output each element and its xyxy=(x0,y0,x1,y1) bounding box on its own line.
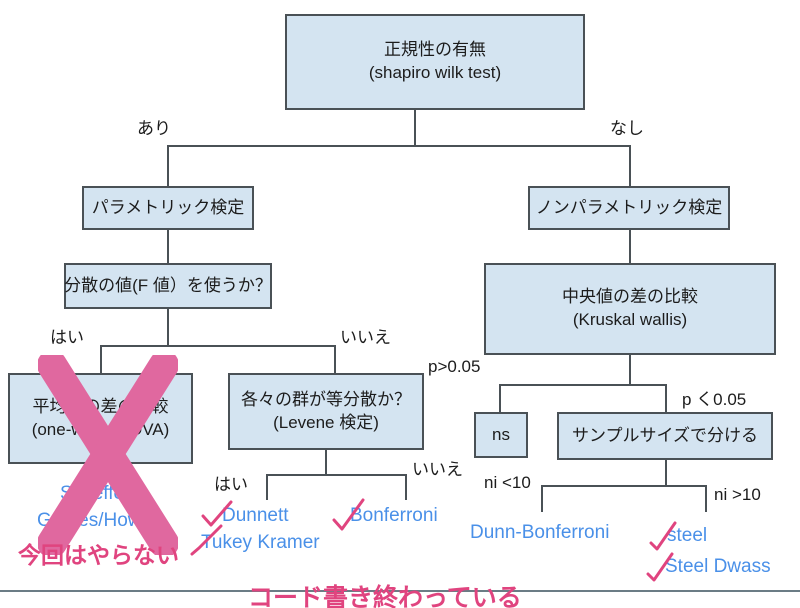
branch-label-n-large: ni >10 xyxy=(714,485,761,504)
leaf-dunn-bonferroni: Dunn-Bonferroni xyxy=(470,522,610,543)
node-variance-question: 分散の値(F 値）を使うか？ xyxy=(64,263,272,309)
node-normality-line1: 正規性の有無 xyxy=(384,40,486,60)
node-anova-line2: (one-way ANOVA) xyxy=(31,419,170,439)
edge-to-dunn-bonferroni xyxy=(541,485,543,512)
branch-label-n-small: ni <10 xyxy=(484,473,531,492)
node-nonparametric: ノンパラメトリック検定 xyxy=(528,186,730,230)
annotation-not-doing: 今回はやらない xyxy=(18,542,179,568)
node-normality-test: 正規性の有無 (shapiro wilk test) xyxy=(285,14,585,110)
edge-to-ns xyxy=(499,384,501,412)
branch-label-p-greater: p>0.05 xyxy=(428,357,481,376)
node-variance-question-label: 分散の値(F 値）を使うか？ xyxy=(64,275,272,295)
leaf-tukey-kramer: Tukey Kramer xyxy=(201,532,320,553)
leaf-games-howell: Games/Howell xyxy=(37,510,161,531)
edge-sample-size-split xyxy=(541,485,707,487)
edge-to-nonparametric xyxy=(629,145,631,186)
edge-to-dunnett xyxy=(266,474,268,500)
node-normality-line2: (shapiro wilk test) xyxy=(368,63,502,82)
node-nonparametric-label: ノンパラメトリック検定 xyxy=(535,197,723,217)
node-sample-size-label: サンプルサイズで分ける xyxy=(572,425,758,445)
edge-to-sample-size xyxy=(665,384,667,412)
annotation-code-finished: コード書き終わっている xyxy=(248,584,522,608)
leaf-dunnett: Dunnett xyxy=(222,505,289,526)
branch-label-normal-yes: あり xyxy=(137,119,171,138)
node-ns-label: ns xyxy=(492,424,510,444)
branch-label-levene-no: いいえ xyxy=(412,460,463,479)
edge-kruskal-stem xyxy=(629,355,631,385)
edge-to-parametric xyxy=(167,145,169,186)
node-one-way-anova: 平均値の差の比較 (one-way ANOVA) xyxy=(8,373,193,464)
leaf-scheffe: Scheffe xyxy=(60,483,125,504)
edge-levene-stem xyxy=(325,450,327,475)
edge-root-split xyxy=(167,145,631,147)
edge-root-stem xyxy=(414,110,416,146)
edge-to-steel xyxy=(705,485,707,512)
edge-variance-stem xyxy=(167,309,169,346)
branch-label-p-less: p く0.05 xyxy=(682,390,747,409)
edge-levene-split xyxy=(266,474,406,476)
branch-label-levene-yes: はい xyxy=(214,475,248,494)
node-kruskal-wallis: 中央値の差の比較 (Kruskal wallis) xyxy=(484,263,776,355)
node-ns: ns xyxy=(474,412,528,458)
node-levene-test: 各々の群が等分散か？ (Levene 検定) xyxy=(228,373,424,450)
edge-kruskal-split xyxy=(499,384,666,386)
branch-label-variance-yes: はい xyxy=(50,328,84,347)
node-parametric-label: パラメトリック検定 xyxy=(91,197,245,217)
edge-to-anova xyxy=(100,345,102,373)
branch-label-normal-no: なし xyxy=(610,119,644,138)
node-kruskal-line1: 中央値の差の比較 xyxy=(562,287,698,307)
branch-label-variance-no: いいえ xyxy=(340,328,391,347)
edge-sample-size-stem xyxy=(665,460,667,486)
node-parametric: パラメトリック検定 xyxy=(82,186,254,230)
node-anova-line1: 平均値の差の比較 xyxy=(32,396,169,416)
leaf-bonferroni: Bonferroni xyxy=(350,505,438,526)
edge-parametric-to-variance xyxy=(167,230,169,263)
node-levene-line2: (Levene 検定) xyxy=(273,412,379,432)
edge-to-bonferroni xyxy=(405,474,407,500)
leaf-steel: steel xyxy=(667,525,708,546)
strikethrough-line xyxy=(0,590,800,592)
edge-to-levene xyxy=(334,345,336,373)
node-sample-size: サンプルサイズで分ける xyxy=(557,412,773,460)
edge-variance-split xyxy=(100,345,336,347)
leaf-steel-dwass: Steel Dwass xyxy=(665,556,771,577)
node-levene-line1: 各々の群が等分散か？ xyxy=(241,389,411,409)
edge-nonparametric-to-kruskal xyxy=(629,230,631,263)
node-kruskal-line2: (Kruskal wallis) xyxy=(572,310,688,329)
